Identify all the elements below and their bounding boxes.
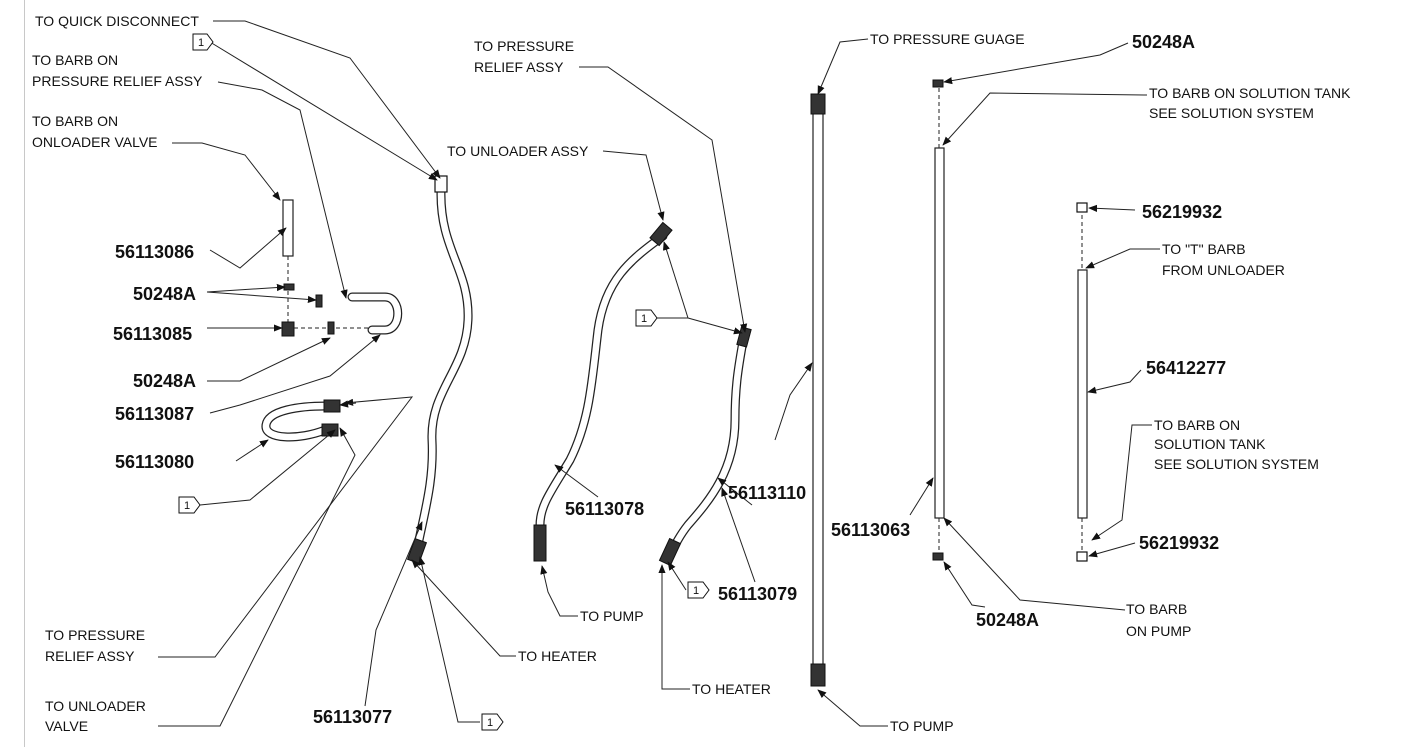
part-56113086: 56113086: [115, 242, 194, 262]
label-pressure-relief-top-1: TO PRESSURE: [474, 38, 574, 54]
hose-straight-gauge: [810, 93, 826, 687]
part-56219932-a: 56219932: [1142, 202, 1222, 222]
part-50248A-c: 50248A: [1132, 32, 1195, 52]
hose-56113080: [261, 399, 341, 442]
flag-note-right: 1: [687, 581, 710, 599]
part-50248A-b: 50248A: [133, 371, 196, 391]
part-56113080: 56113080: [115, 452, 194, 472]
label-to-pump-b: TO PUMP: [890, 718, 954, 734]
label-unloader-valve-2: VALVE: [45, 718, 88, 734]
part-56113087: 56113087: [115, 404, 194, 424]
label-to-pump-a: TO PUMP: [580, 608, 644, 624]
label-solution-tank-b-1: TO BARB ON: [1154, 417, 1240, 433]
part-56412277: 56412277: [1146, 358, 1226, 378]
part-56113079: 56113079: [718, 584, 797, 604]
label-barb-pump-1: TO BARB: [1126, 601, 1187, 617]
label-barb-relief-2: PRESSURE RELIEF ASSY: [32, 73, 203, 89]
label-pressure-guage: TO PRESSURE GUAGE: [870, 31, 1025, 47]
hose-56113079: [658, 326, 752, 567]
hose-56113077: [406, 175, 473, 565]
part-56113085: 56113085: [113, 324, 192, 344]
flag-note-bottom: 1: [481, 713, 504, 731]
flag-note-left: 1: [178, 496, 201, 514]
label-to-heater-b: TO HEATER: [692, 681, 771, 697]
leader-lines: [158, 20, 1160, 727]
label-t-barb-1: TO "T" BARB: [1162, 241, 1246, 257]
flag-note-mid: 1: [635, 309, 658, 327]
label-unloader-assy: TO UNLOADER ASSY: [447, 143, 589, 159]
tube-56412277: [1076, 202, 1088, 562]
svg-text:1: 1: [487, 717, 493, 729]
part-56113063: 56113063: [831, 520, 910, 540]
label-t-barb-2: FROM UNLOADER: [1162, 262, 1285, 278]
svg-text:1: 1: [198, 37, 204, 49]
part-56219932-b: 56219932: [1139, 533, 1219, 553]
tube-56113063: [932, 79, 945, 561]
part-56113077: 56113077: [313, 707, 392, 727]
tee-56113085: [281, 283, 372, 337]
svg-text:1: 1: [641, 313, 647, 325]
label-quick-disconnect: TO QUICK DISCONNECT: [35, 13, 199, 29]
label-barb-pump-2: ON PUMP: [1126, 623, 1191, 639]
flag-note-top: 1: [192, 33, 214, 51]
label-barb-onloader-2: ONLOADER VALVE: [32, 134, 158, 150]
part-56113078: 56113078: [565, 499, 644, 519]
label-solution-tank-b-3: SEE SOLUTION SYSTEM: [1154, 456, 1319, 472]
label-solution-tank-2: SEE SOLUTION SYSTEM: [1149, 105, 1314, 121]
hose-56113087: [347, 292, 403, 335]
part-50248A-a: 50248A: [133, 284, 196, 304]
page-left-border: [24, 0, 25, 747]
label-barb-relief-1: TO BARB ON: [32, 52, 118, 68]
label-unloader-valve-1: TO UNLOADER: [45, 698, 146, 714]
label-pressure-relief-bottom-2: RELIEF ASSY: [45, 648, 135, 664]
hose-56113078: [533, 221, 673, 562]
label-barb-onloader-1: TO BARB ON: [32, 113, 118, 129]
label-pressure-relief-bottom-1: TO PRESSURE: [45, 627, 145, 643]
label-to-heater-a: TO HEATER: [518, 648, 597, 664]
fitting-top: [434, 175, 448, 193]
part-56113110: 56113110: [728, 483, 806, 503]
fitting-bottom: [406, 537, 428, 565]
svg-text:1: 1: [693, 585, 699, 597]
svg-text:1: 1: [184, 500, 190, 512]
label-solution-tank-1: TO BARB ON SOLUTION TANK: [1149, 85, 1351, 101]
label-pressure-relief-top-2: RELIEF ASSY: [474, 59, 564, 75]
tube-56113086: [282, 199, 294, 257]
label-solution-tank-b-2: SOLUTION TANK: [1154, 436, 1266, 452]
part-50248A-d: 50248A: [976, 610, 1039, 630]
